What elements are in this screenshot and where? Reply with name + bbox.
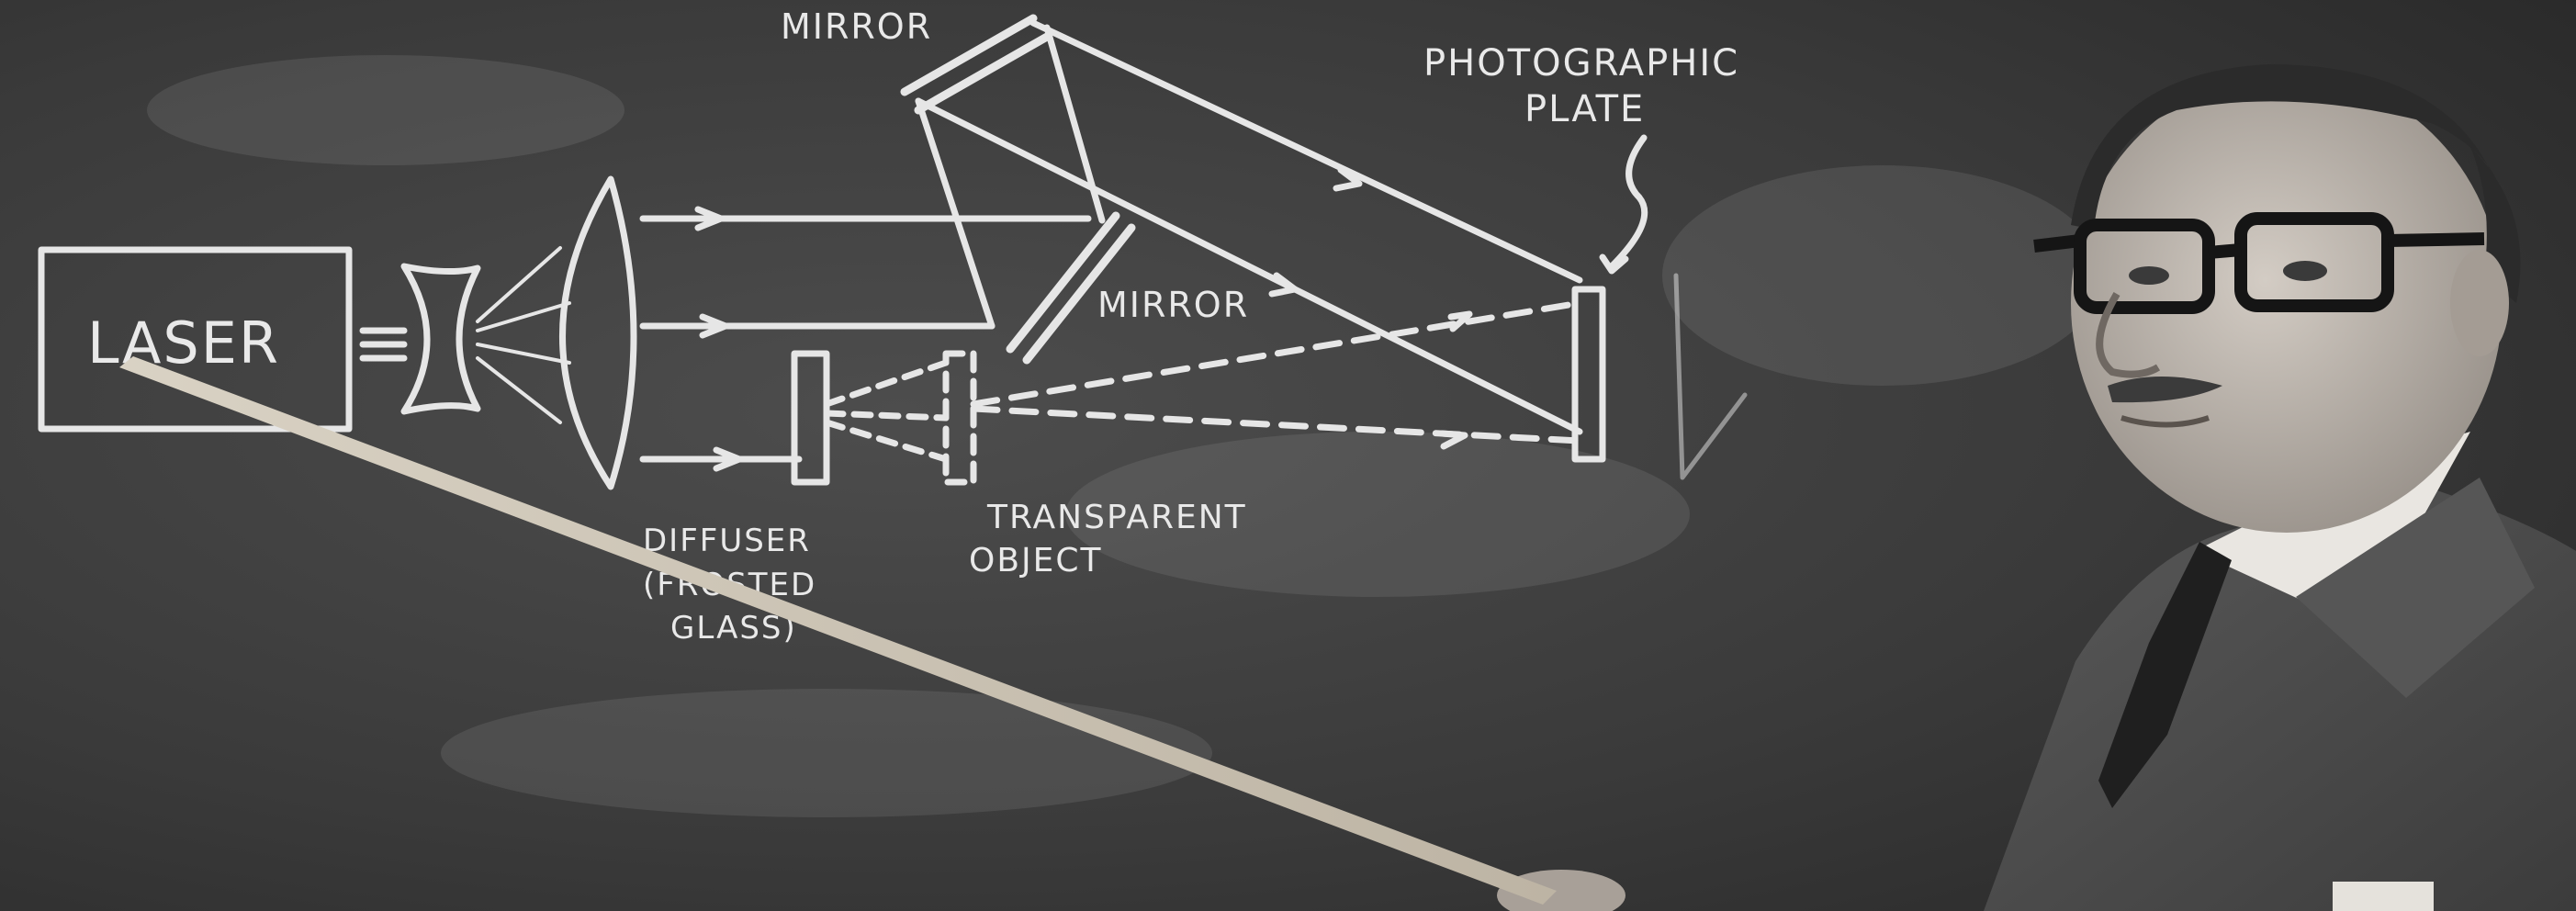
arrow-object-1 [1447,310,1473,332]
plate-label-squiggle [1599,134,1648,275]
chalk-smudges [147,55,2103,817]
ref-beam-a [915,97,996,330]
mirror-top [900,14,1052,115]
object-beam-1 [970,299,1583,408]
mouth [2120,415,2210,428]
label-diffuser-line1: DIFFUSER [643,523,811,559]
arrow-beam-mid [699,313,729,339]
stray-chalk-mark [1673,273,1748,480]
pointer-stick [119,356,1557,905]
diffuser [791,350,830,486]
pocket-square [2333,882,2434,911]
ear [2450,250,2509,356]
arrow-beam-bottom [713,446,743,472]
laser-box [38,246,353,433]
label-transparent-line2: OBJECT [969,542,1103,579]
hair [2071,64,2503,230]
object-beam-2 [970,405,1583,444]
convex-lens [559,175,637,490]
nose [2096,291,2161,378]
moustache [2108,377,2222,403]
photographic-plate [1571,286,1606,463]
diverging-rays [476,246,571,424]
hand [1497,870,1625,911]
label-photographic-line1: PHOTOGRAPHIC [1423,42,1739,84]
necktie [2098,542,2232,808]
ref-beam-to-plate-2 [915,97,1583,435]
hologram-diagram [38,14,1748,490]
arrow-ref-1 [1333,166,1363,192]
eye-right [2283,261,2327,281]
arrow-object-2 [1438,430,1468,450]
eyeglasses [2033,212,2485,314]
label-mirror-top: MIRROR [781,6,932,47]
lapel [2296,478,2535,698]
diffuser-rays [823,359,950,463]
arrow-ref-2 [1268,272,1299,298]
presenter [1497,64,2576,911]
hair-side [2470,147,2521,303]
laser-beam-marks [359,327,408,362]
label-diffuser-line3: GLASS) [670,610,797,647]
eye-left [2129,266,2169,285]
arrow-beam-top [694,206,725,231]
label-mirror-middle: MIRROR [1097,285,1249,325]
concave-lens [400,263,481,415]
mirror-middle [1006,211,1136,365]
ref-beam-to-plate-1 [1029,19,1583,284]
label-laser: LASER [87,309,280,377]
label-photographic-line2: PLATE [1524,88,1645,130]
label-transparent-line1: TRANSPARENT [986,499,1247,536]
